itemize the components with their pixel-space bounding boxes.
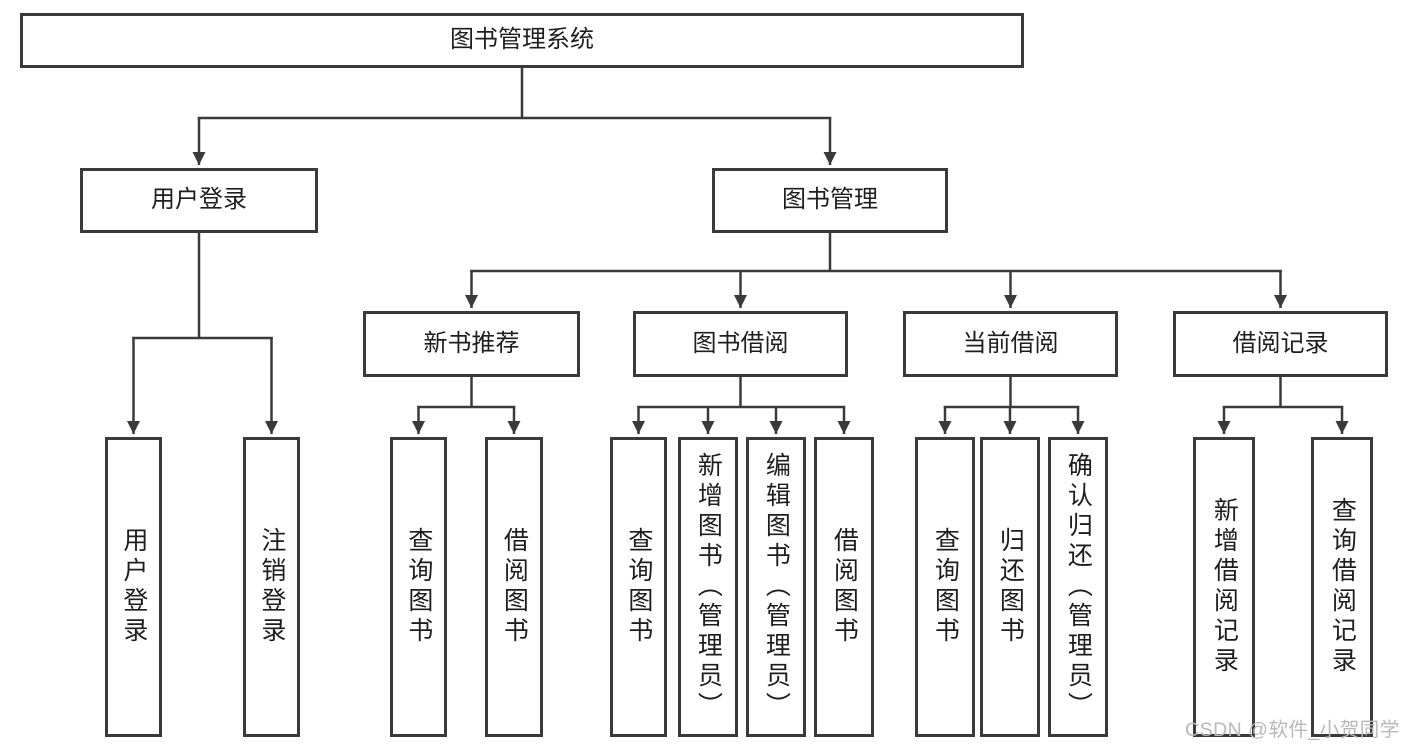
leaf-add-borrow-record-label: 新增借阅记录 <box>1210 497 1239 677</box>
leaf-add-book-admin: 新增图书（管理员） <box>678 437 738 737</box>
leaf-query-books-2: 查询图书 <box>610 437 667 737</box>
node-root-label: 图书管理系统 <box>450 26 594 54</box>
leaf-query-borrow-record: 查询借阅记录 <box>1311 437 1373 737</box>
node-root: 图书管理系统 <box>20 13 1024 68</box>
leaf-query-books-3-label: 查询图书 <box>931 527 960 647</box>
leaf-query-books-2-label: 查询图书 <box>624 527 653 647</box>
leaf-borrow-books-1: 借阅图书 <box>485 437 543 737</box>
node-new-book-recommend-label: 新书推荐 <box>423 329 520 357</box>
leaf-edit-book-admin-label: 编辑图书（管理员） <box>762 452 791 722</box>
leaf-return-book: 归还图书 <box>980 437 1040 737</box>
leaf-logout: 注销登录 <box>243 437 300 737</box>
leaf-confirm-return-admin: 确认归还（管理员） <box>1048 437 1108 737</box>
leaf-user-login-label: 用户登录 <box>119 527 148 647</box>
leaf-return-book-label: 归还图书 <box>996 527 1025 647</box>
node-borrowing-records-label: 借阅记录 <box>1232 329 1329 357</box>
leaf-add-borrow-record: 新增借阅记录 <box>1193 437 1255 737</box>
node-current-borrowing-label: 当前借阅 <box>962 329 1059 357</box>
node-book-management: 图书管理 <box>712 168 948 233</box>
leaf-borrow-books-1-label: 借阅图书 <box>500 527 529 647</box>
node-user-login-label: 用户登录 <box>151 186 247 214</box>
leaf-logout-label: 注销登录 <box>257 527 286 647</box>
node-user-login: 用户登录 <box>80 168 318 233</box>
leaf-query-borrow-record-label: 查询借阅记录 <box>1328 497 1357 677</box>
leaf-add-book-admin-label: 新增图书（管理员） <box>694 452 723 722</box>
leaf-borrow-books-2: 借阅图书 <box>814 437 874 737</box>
node-book-borrowing-label: 图书借阅 <box>692 329 789 357</box>
leaf-query-books-3: 查询图书 <box>915 437 975 737</box>
leaf-query-books-1: 查询图书 <box>390 437 447 737</box>
node-current-borrowing: 当前借阅 <box>903 311 1118 377</box>
node-borrowing-records: 借阅记录 <box>1173 311 1388 377</box>
leaf-query-books-1-label: 查询图书 <box>404 527 433 647</box>
node-new-book-recommend: 新书推荐 <box>363 311 580 377</box>
leaf-borrow-books-2-label: 借阅图书 <box>830 527 859 647</box>
leaf-edit-book-admin: 编辑图书（管理员） <box>746 437 806 737</box>
node-book-management-label: 图书管理 <box>782 186 878 214</box>
leaf-confirm-return-admin-label: 确认归还（管理员） <box>1064 452 1093 722</box>
leaf-user-login: 用户登录 <box>105 437 162 737</box>
csdn-watermark: CSDN @软件_小贺同学 <box>1185 719 1400 741</box>
node-book-borrowing: 图书借阅 <box>633 311 848 377</box>
